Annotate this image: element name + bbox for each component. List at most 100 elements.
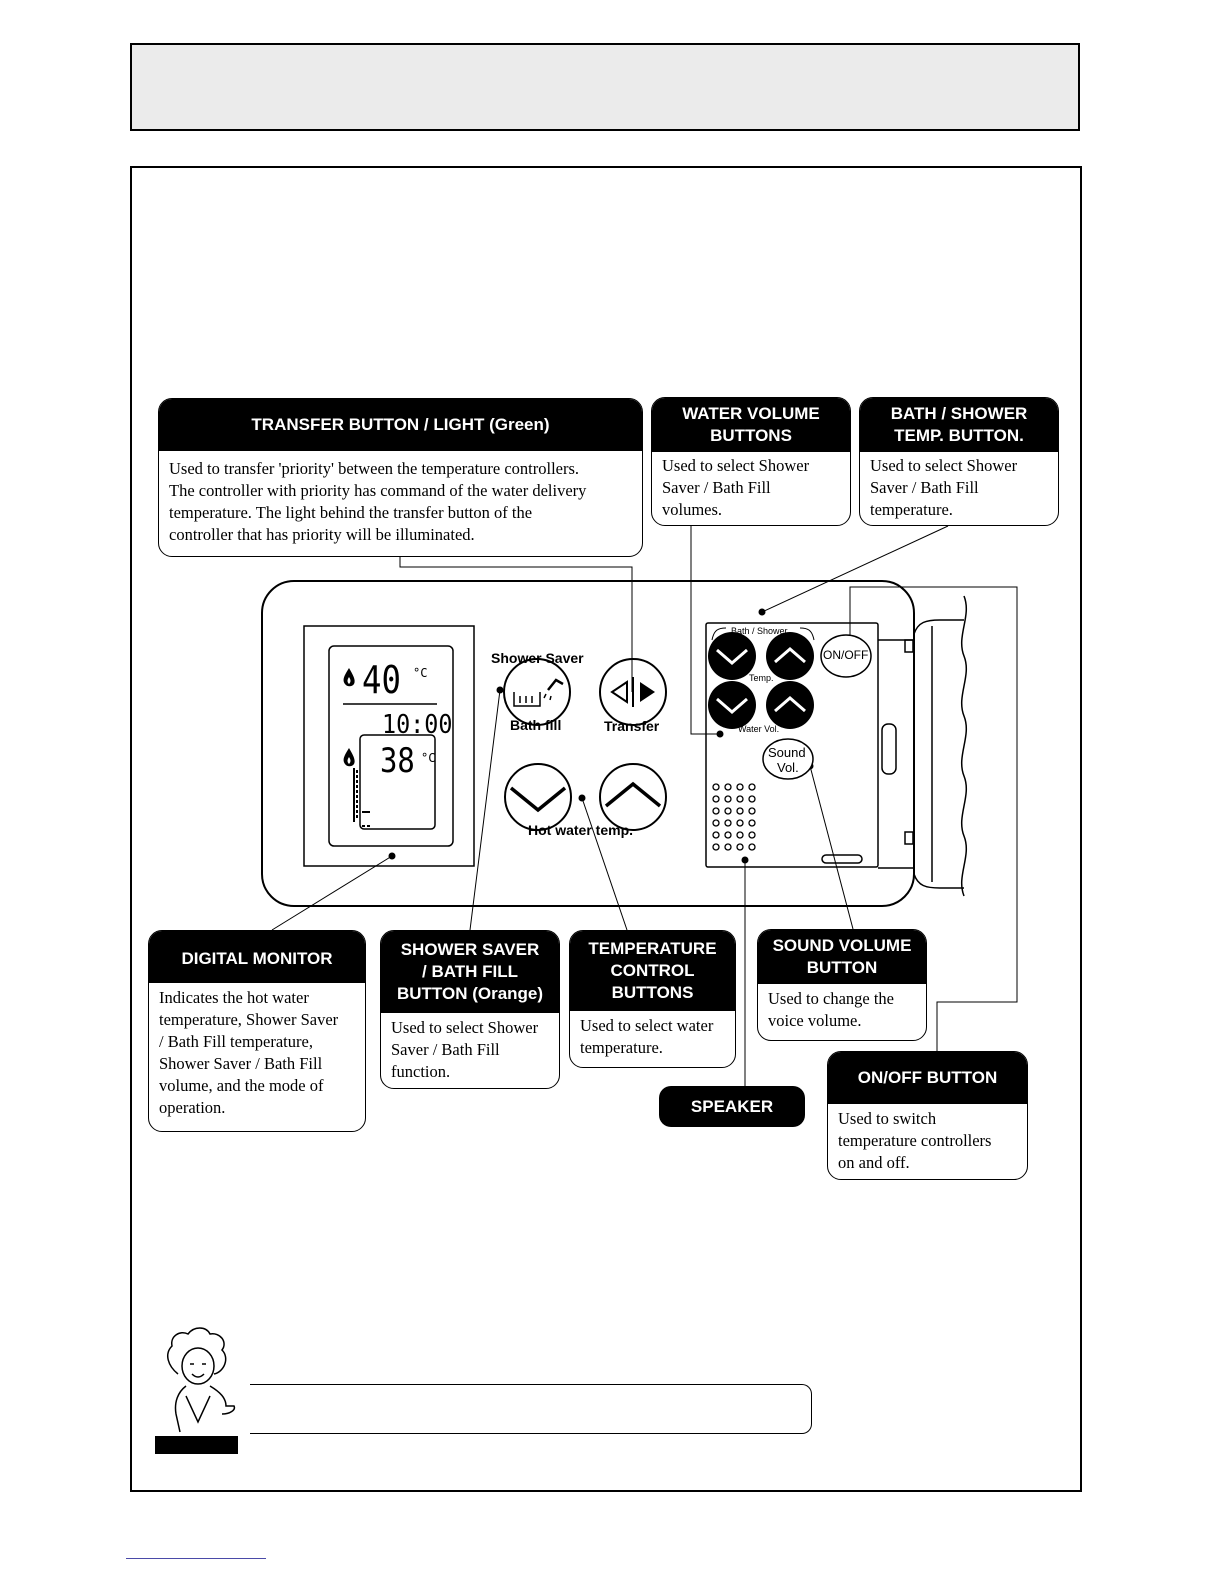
on-off-label: ON/OFF xyxy=(823,648,869,662)
bath-fill-label: Bath fill xyxy=(510,717,562,733)
text-line: volume, and the mode of xyxy=(159,1076,324,1095)
callout-shower-saver-text: Used to select Shower Saver / Bath Fill … xyxy=(381,1013,559,1083)
level-bar xyxy=(353,768,370,827)
title-line: TEMP. BUTTON. xyxy=(894,426,1024,445)
title-line: BUTTONS xyxy=(611,983,694,1002)
title-line: SOUND VOLUME xyxy=(772,936,912,955)
temp-up-button[interactable] xyxy=(599,763,667,831)
callout-transfer: TRANSFER BUTTON / LIGHT (Green) Used to … xyxy=(158,398,643,557)
text-line: temperature, Shower Saver xyxy=(159,1010,339,1029)
callout-digital-monitor: DIGITAL MONITOR Indicates the hot water … xyxy=(148,930,366,1132)
callout-shower-saver-title: SHOWER SAVER / BATH FILL BUTTON (Orange) xyxy=(381,931,559,1013)
temp-down-button[interactable] xyxy=(504,763,572,831)
callout-bath-shower-temp-text: Used to select Shower Saver / Bath Fill … xyxy=(860,452,1058,521)
lcd-main-unit: °C xyxy=(413,666,428,680)
temp-small-label: Temp. xyxy=(749,673,774,683)
text-line: function. xyxy=(391,1062,451,1081)
title-line: TEMPERATURE xyxy=(588,939,717,958)
callout-transfer-title: TRANSFER BUTTON / LIGHT (Green) xyxy=(159,399,642,451)
text-line: Saver / Bath Fill xyxy=(662,478,771,497)
callout-water-volume-title: WATER VOLUME BUTTONS xyxy=(652,398,850,452)
speaker-label: SPEAKER xyxy=(659,1086,805,1127)
shower-bath-icon xyxy=(513,678,564,707)
header-bar xyxy=(130,43,1080,131)
transfer-arrows-icon xyxy=(610,677,655,707)
lcd-set-temp: 38 xyxy=(380,741,415,781)
water-vol-label: Water Vol. xyxy=(738,724,780,734)
footer-rule xyxy=(126,1558,266,1559)
lcd-main-temp: 40 xyxy=(362,658,401,702)
callout-on-off: ON/OFF BUTTON Used to switch temperature… xyxy=(827,1051,1028,1180)
text-line: temperature. xyxy=(580,1038,663,1057)
title-line: CONTROL xyxy=(610,961,695,980)
bath-temp-down-button[interactable] xyxy=(708,632,756,680)
vol-label: Vol. xyxy=(777,760,799,775)
flame-icon xyxy=(343,748,355,767)
callout-temperature-control: TEMPERATURE CONTROL BUTTONS Used to sele… xyxy=(569,930,736,1068)
mascot-base xyxy=(155,1436,238,1454)
title-line: BATH / SHOWER xyxy=(890,404,1028,423)
text-line: Used to select Shower xyxy=(870,456,1018,475)
callout-transfer-text: Used to transfer 'priority' between the … xyxy=(159,451,642,546)
shower-saver-button[interactable] xyxy=(503,658,571,726)
text-line: Shower Saver / Bath Fill xyxy=(159,1054,323,1073)
chevron-down-icon xyxy=(509,786,567,813)
text-line: Used to transfer 'priority' between the … xyxy=(169,459,580,478)
side-cover xyxy=(878,595,968,897)
sub-panel xyxy=(705,622,879,868)
flame-icon xyxy=(343,668,355,687)
title-line: BUTTON (Orange) xyxy=(396,984,544,1003)
content-frame xyxy=(130,166,1082,1492)
text-line: temperature controllers xyxy=(838,1131,992,1150)
controller-panel xyxy=(261,580,915,907)
lcd-inner-frame xyxy=(359,734,436,830)
lcd-housing xyxy=(303,625,475,867)
callout-on-off-text: Used to switch temperature controllers o… xyxy=(828,1104,1027,1174)
text-line: Used to select Shower xyxy=(391,1018,539,1037)
text-line: temperature. The light behind the transf… xyxy=(169,503,533,522)
transfer-button[interactable] xyxy=(599,658,667,726)
callout-temperature-control-title: TEMPERATURE CONTROL BUTTONS xyxy=(570,931,735,1011)
text-line: The controller with priority has command… xyxy=(169,481,587,500)
title-line: / BATH FILL xyxy=(422,962,518,981)
callout-on-off-title: ON/OFF BUTTON xyxy=(828,1052,1027,1104)
callout-sound-volume: SOUND VOLUME BUTTON Used to change the v… xyxy=(757,929,927,1041)
water-vol-up-button[interactable] xyxy=(766,681,814,729)
transfer-label: Transfer xyxy=(604,718,660,734)
text-line: Used to select water xyxy=(580,1016,714,1035)
lady-mascot-icon xyxy=(167,1327,236,1433)
callout-sound-volume-text: Used to change the voice volume. xyxy=(758,984,926,1032)
on-off-button[interactable] xyxy=(820,634,872,678)
text-line: Saver / Bath Fill xyxy=(870,478,979,497)
callout-temperature-control-text: Used to select water temperature. xyxy=(570,1011,735,1059)
chevron-up-icon xyxy=(604,781,662,808)
callout-shower-saver: SHOWER SAVER / BATH FILL BUTTON (Orange)… xyxy=(380,930,560,1089)
callout-sound-volume-title: SOUND VOLUME BUTTON xyxy=(758,930,926,984)
text-line: Indicates the hot water xyxy=(159,988,309,1007)
title-line: BUTTON xyxy=(806,958,878,977)
sound-volume-button[interactable] xyxy=(762,738,814,780)
text-line: Saver / Bath Fill xyxy=(391,1040,500,1059)
callout-digital-monitor-title: DIGITAL MONITOR xyxy=(149,931,365,983)
text-line: / Bath Fill temperature, xyxy=(159,1032,313,1051)
title-line: BUTTONS xyxy=(710,426,792,445)
bath-shower-label: Bath / Shower xyxy=(731,626,788,636)
water-vol-down-button[interactable] xyxy=(708,681,756,729)
sound-label: Sound xyxy=(768,745,806,760)
note-bar xyxy=(250,1384,812,1434)
lcd-screen xyxy=(328,645,454,847)
hot-water-temp-label: Hot water temp. xyxy=(528,822,634,838)
speaker-grille-icon xyxy=(712,783,756,851)
text-line: temperature. xyxy=(870,500,953,519)
title-line: SHOWER SAVER xyxy=(400,940,540,959)
text-line: Used to change the xyxy=(768,989,894,1008)
callout-bath-shower-temp: BATH / SHOWER TEMP. BUTTON. Used to sele… xyxy=(859,397,1059,526)
text-line: on and off. xyxy=(838,1153,910,1172)
text-line: operation. xyxy=(159,1098,226,1117)
callout-water-volume: WATER VOLUME BUTTONS Used to select Show… xyxy=(651,397,851,526)
bath-temp-up-button[interactable] xyxy=(766,632,814,680)
callout-digital-monitor-text: Indicates the hot water temperature, Sho… xyxy=(149,983,365,1119)
callout-bath-shower-temp-title: BATH / SHOWER TEMP. BUTTON. xyxy=(860,398,1058,452)
leader-dots xyxy=(388,608,814,864)
